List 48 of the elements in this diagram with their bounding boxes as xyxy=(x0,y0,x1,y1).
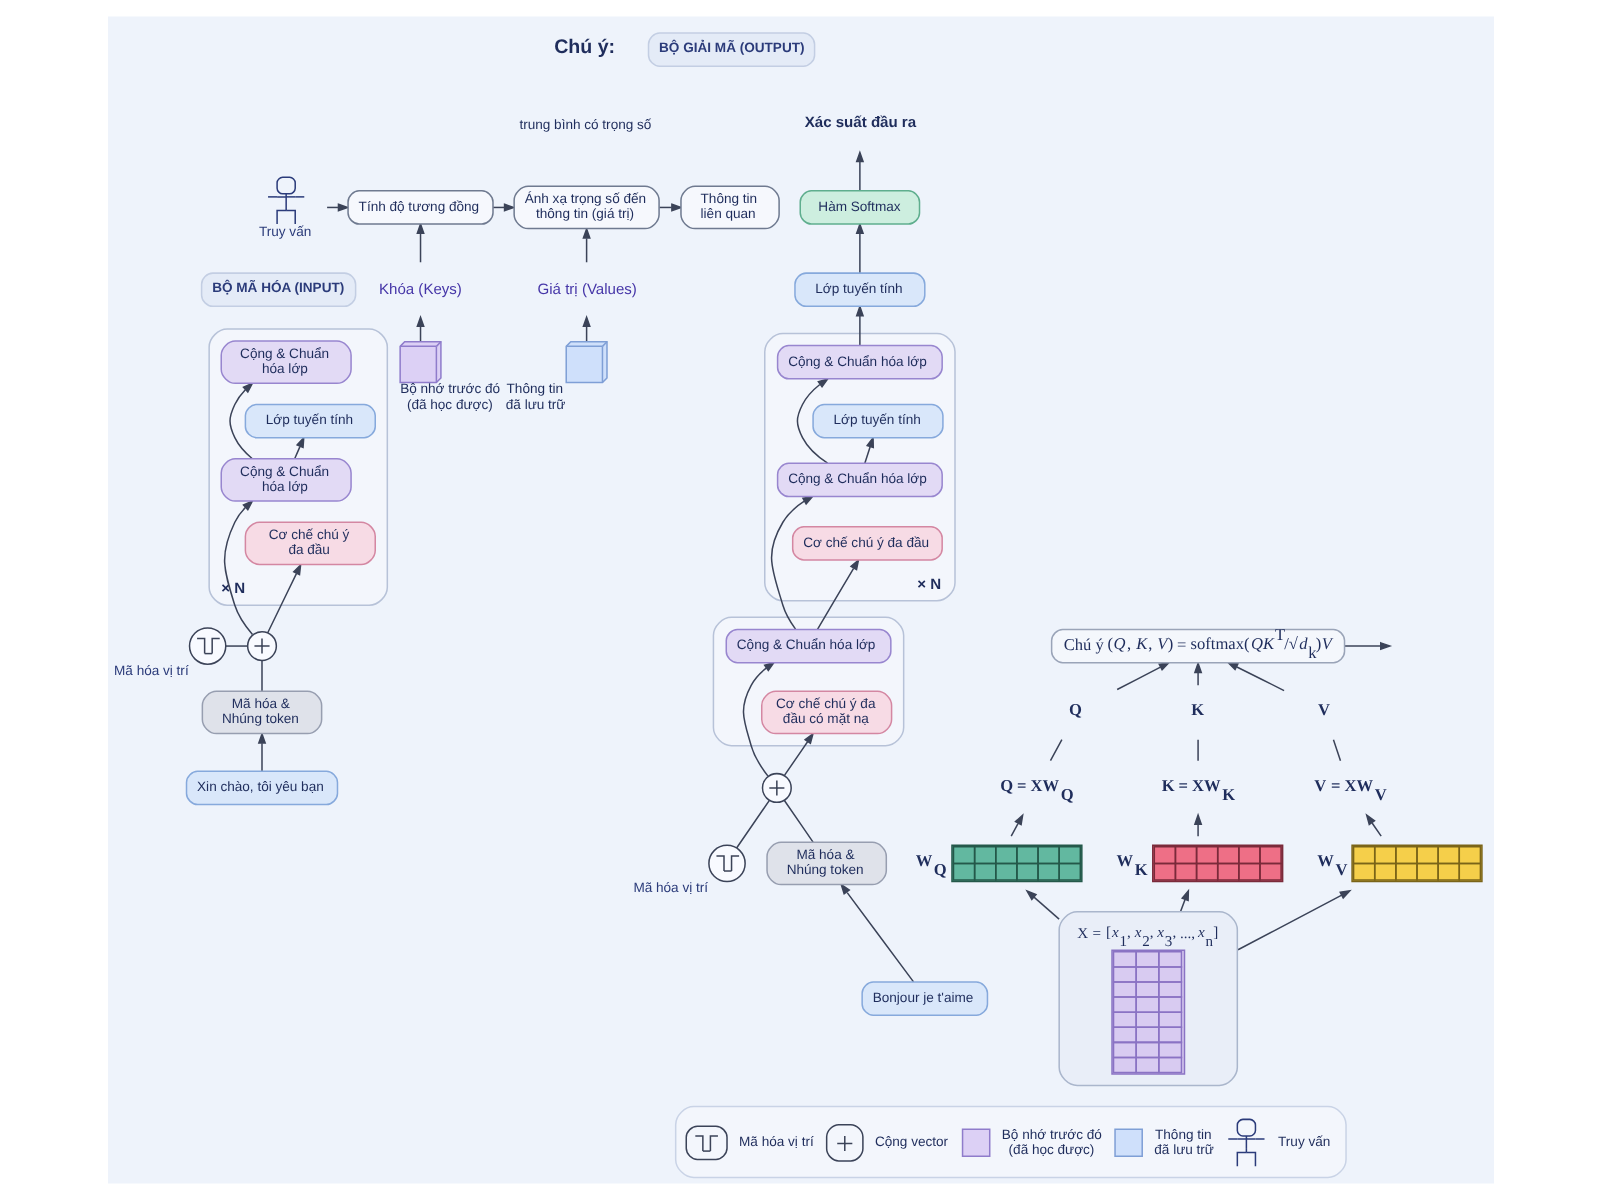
node-circle xyxy=(187,627,226,665)
arrow xyxy=(1236,889,1351,951)
node-label: × N xyxy=(916,574,941,593)
node-text: Xác suất đầu ra xyxy=(803,113,916,132)
arrow xyxy=(1115,661,1170,691)
arrow xyxy=(854,150,864,192)
node-label: × N xyxy=(220,579,245,598)
node-circle xyxy=(245,630,277,662)
connector xyxy=(1196,738,1198,762)
connector xyxy=(734,799,769,849)
node-text: V xyxy=(1317,701,1330,720)
arrow xyxy=(854,304,864,347)
arrow xyxy=(854,221,864,274)
node-circle xyxy=(707,844,745,883)
node-text: Q xyxy=(1067,701,1081,720)
arrow xyxy=(1024,889,1059,920)
arrow xyxy=(838,882,914,983)
connector xyxy=(1331,738,1341,762)
label: Chú ý: xyxy=(553,37,615,60)
arrow xyxy=(228,381,254,460)
connector xyxy=(260,659,262,692)
arrow xyxy=(266,562,301,634)
arrow xyxy=(415,221,424,264)
arrow xyxy=(1192,812,1202,837)
connector xyxy=(1048,738,1062,762)
arrow xyxy=(581,226,590,264)
node-text: Giá trị (Values) xyxy=(536,279,636,298)
arrow xyxy=(795,377,829,464)
cluster xyxy=(207,328,388,607)
arrow xyxy=(1192,661,1202,686)
arrow xyxy=(1178,888,1189,912)
node-text: K xyxy=(1190,701,1204,720)
arrow xyxy=(1364,813,1381,837)
arrow xyxy=(782,732,814,776)
connector xyxy=(224,645,248,647)
node-text: Khóa (Keys) xyxy=(378,279,461,298)
arrow xyxy=(256,731,266,772)
arrow xyxy=(769,495,814,630)
arrow xyxy=(863,435,874,464)
arrow xyxy=(1343,641,1392,651)
arrow xyxy=(1225,661,1284,692)
arrow xyxy=(815,558,859,631)
arrow xyxy=(1009,813,1023,837)
connector xyxy=(782,799,813,843)
cluster xyxy=(763,332,955,602)
arrow xyxy=(222,499,254,636)
node-circle xyxy=(760,772,791,804)
arrow xyxy=(741,661,775,777)
